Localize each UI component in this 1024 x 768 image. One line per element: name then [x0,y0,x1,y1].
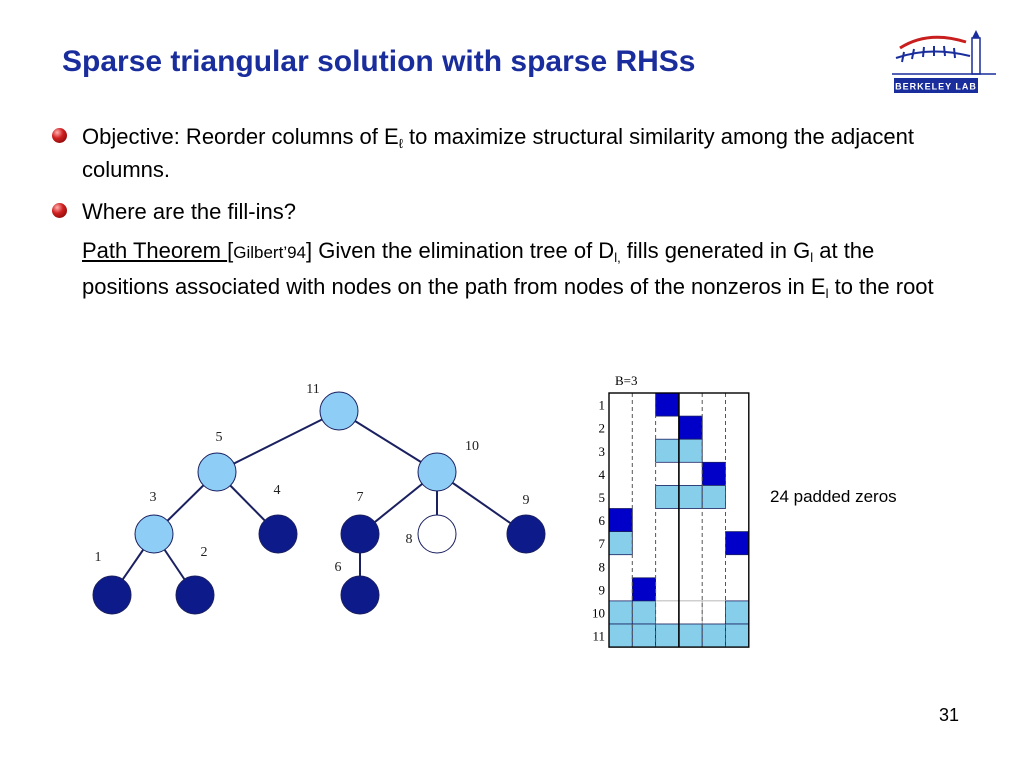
tree-node-7 [340,514,380,554]
tree-node-label: 8 [406,532,413,547]
tree-node-2 [175,575,215,615]
tree-node-8 [417,514,457,554]
tree-node-label: 6 [335,560,342,575]
subscript-l: ℓ [398,136,403,151]
tree-node-label: 1 [95,550,102,565]
tree-node-label: 11 [306,382,319,397]
matrix-cell [678,623,703,648]
matrix-row-label: 8 [599,559,606,574]
tree-node-11 [319,391,359,431]
bullet-icon [52,203,67,218]
tree-node-10 [417,452,457,492]
tree-node-9 [506,514,546,554]
tree-node-label: 3 [150,490,157,505]
matrix-cell [655,623,680,648]
logo-text: BERKELEY LAB [895,82,977,92]
tree-node-label: 5 [216,430,223,445]
matrix-cell [631,623,656,648]
tree-node-1 [92,575,132,615]
tree-node-5 [197,452,237,492]
page-number: 31 [939,705,960,725]
matrix-cell [655,438,680,463]
tree-node-label: 9 [523,493,530,508]
matrix-cell [608,508,633,533]
matrix-row-label: 3 [599,444,606,459]
matrix-row-label: 2 [599,421,606,436]
padded-zeros-caption: 24 padded zeros [770,487,897,506]
matrix-row-label: 7 [599,536,606,551]
matrix-cell [725,531,750,556]
matrix-cell [725,600,750,625]
slide-title: Sparse triangular solution with sparse R… [62,45,696,78]
tree-node-4 [258,514,298,554]
matrix-row-label: 1 [599,398,606,413]
matrix-cell [678,415,703,440]
matrix-cell [678,438,703,463]
theorem-citation: Gilbert’94 [233,243,307,262]
matrix-cell [701,485,726,509]
matrix-cell [725,623,750,648]
bullet-fill-ins-text: Where are the fill-ins? [82,199,296,224]
path-theorem-paragraph: Path Theorem [Gilbert’94] Given the elim… [82,238,934,301]
matrix-row-label: 5 [599,490,606,505]
matrix-cell [608,600,633,625]
tree-node-6 [340,575,380,615]
tree-node-label: 2 [201,545,208,560]
theorem-name: Path Theorem [ [82,238,234,263]
tree-edge [216,410,340,473]
tree-node-label: 10 [465,439,479,454]
matrix-cell [655,485,680,509]
tree-node-label: 4 [274,483,281,498]
bullet-objective-text-cont: to maximize structural similarity among … [82,124,914,182]
matrix-cell [678,485,703,509]
bullet-icon [52,128,67,143]
tree-node-label: 7 [357,490,364,505]
matrix-cell [631,600,656,625]
matrix-row-label: 10 [592,606,605,621]
matrix-cell [608,623,633,648]
matrix-row-label: 11 [592,629,605,644]
elimination-tree-diagram: 11 5 10 3 4 7 8 9 1 2 6 [92,382,546,615]
matrix-row-label: 9 [599,582,606,597]
bullet-objective-text: Objective: Reorder columns of E [82,124,399,149]
matrix-cell [655,392,680,417]
matrix-row-label: 6 [599,513,606,528]
berkeley-lab-logo: BERKELEY LAB [892,30,996,93]
padded-rhs-matrix: B=3 1 2 3 4 5 6 7 8 9 10 11 [592,373,750,648]
matrix-cell [701,623,726,648]
matrix-row-label: 4 [599,467,606,482]
matrix-cell [631,577,656,602]
matrix-cell [608,531,633,556]
matrix-border [608,392,750,648]
matrix-header: B=3 [615,373,638,388]
tree-node-3 [134,514,174,554]
matrix-cell [701,461,726,486]
